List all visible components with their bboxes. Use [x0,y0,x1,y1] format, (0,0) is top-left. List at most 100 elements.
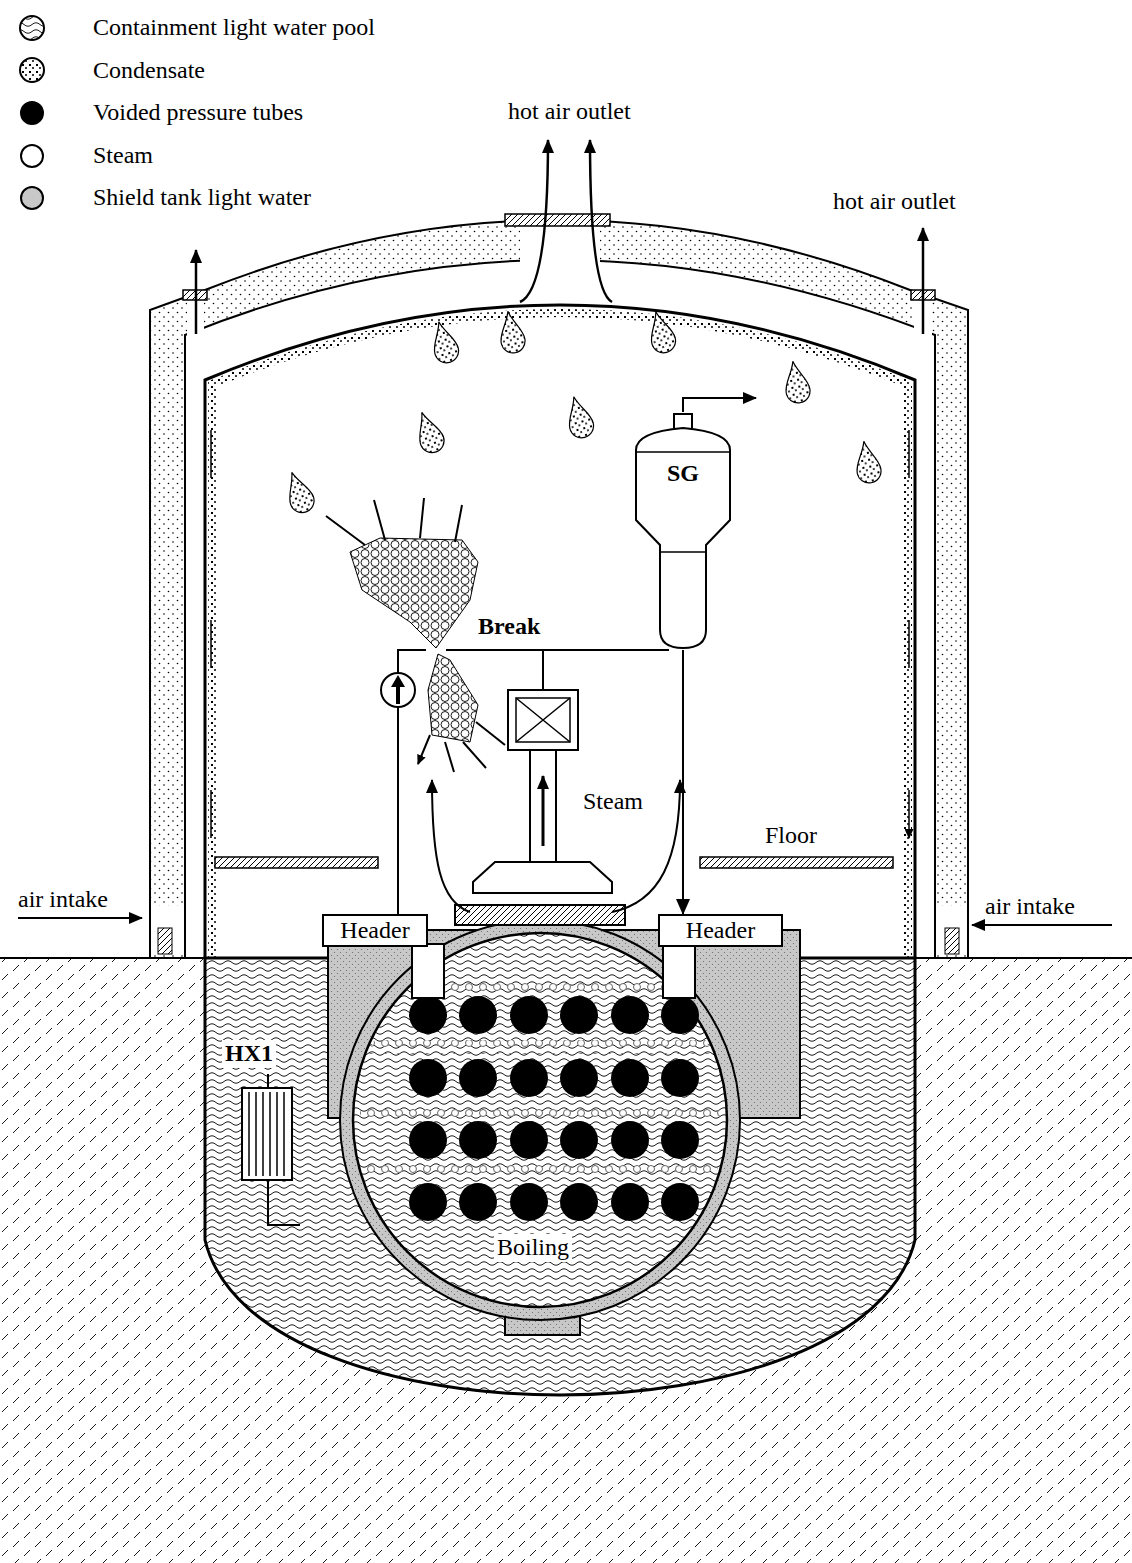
hx-tubes [249,1092,284,1176]
sg-nozzle [674,414,692,428]
air-arrow [922,228,925,334]
deck-hood [473,862,612,893]
label-text: hot air outlet [508,98,631,126]
break-jet [350,538,478,648]
air-arrow [195,250,198,334]
condensate-film [212,313,908,958]
condensate-flow-arrow [211,430,909,838]
legend-text: Condensate [93,57,205,85]
drop [411,408,448,456]
air-arrow [972,924,1112,926]
pressure-tube [510,1059,548,1097]
pressure-tube [510,996,548,1034]
pressure-tube [611,1121,649,1159]
heat-exchanger [242,1088,292,1180]
pressure-tube [409,996,447,1034]
concrete-shell [150,220,968,958]
legend-swatch [20,186,44,210]
bubble-row [360,1040,720,1054]
column [530,750,556,862]
pressure-tube [560,996,598,1034]
node-text: SG [667,460,699,486]
drop [852,439,883,485]
vent-grille [505,214,610,226]
pressure-tube [661,1121,699,1159]
header-box: Header [658,914,783,947]
sg-seams [636,452,730,552]
legend-swatch [20,144,44,168]
pressure-tube [560,1183,598,1221]
flow-arrow [542,776,545,846]
pressure-tube [661,1183,699,1221]
pipe-connector [682,650,684,914]
pressure-tube [459,1183,497,1221]
intake-opening [151,906,184,954]
pressure-tube [661,1059,699,1097]
soil [0,958,1132,1563]
sg-outline [636,428,730,648]
drop [644,309,678,356]
steam-bubbles [360,980,720,1179]
label-text: hot air outlet [833,188,956,216]
vent-opening [520,226,600,264]
label-text: HX1 [222,1040,276,1068]
bubble-row [360,1165,720,1179]
pressure-tube [611,996,649,1034]
pressure-tube [611,1183,649,1221]
pressure-tube [409,1183,447,1221]
floor-slab [700,857,893,868]
label-text: air intake [985,893,1075,921]
node-text: Header [686,917,755,943]
legend-sample [20,58,44,82]
pressure-tube [661,996,699,1034]
legend-text: Voided pressure tubes [93,99,303,127]
label-text: air intake [18,886,108,914]
drop [562,394,596,441]
label-text: Floor [765,822,817,850]
node-text: Header [340,917,409,943]
pressure-tube [459,1121,497,1159]
pressure-tube [459,996,497,1034]
pressure-tube [409,1059,447,1097]
intake-opening [936,906,967,954]
legend-swatch [20,101,44,125]
valve-box [508,690,578,750]
steam-generator: SG [632,412,734,650]
pipe-connector [398,650,669,914]
condensate-drops [281,309,883,516]
steam-generator-shape [632,412,734,650]
air-arrow [590,140,612,302]
bubble-row [360,1103,720,1117]
air-arrow [520,140,548,302]
intake-grille [158,928,172,954]
pressure-tubes [409,996,699,1221]
pump-symbol [381,673,415,707]
drop [281,468,318,516]
air-arrow [18,917,142,919]
pressure-tube [560,1059,598,1097]
drop [496,309,527,355]
calandria-shell [340,920,740,1320]
pressure-tube [459,1059,497,1097]
feeder-stub [412,944,444,998]
pipe [542,650,544,690]
legend-text: Shield tank light water [93,184,311,212]
drop [781,359,812,405]
legend-text: Containment light water pool [93,14,375,42]
legend-sample [20,16,44,40]
pressure-tube [510,1121,548,1159]
drop [427,319,461,366]
legend-text: Steam [93,142,153,170]
label-text: Steam [583,788,643,816]
break-jet [428,654,478,742]
deck-plate [455,905,625,925]
floor-slab [215,857,378,868]
header-box: Header [322,914,428,947]
calandria-vessel [353,933,727,1307]
pressure-tube [409,1121,447,1159]
intake-grille [945,928,959,954]
steam-arrow [432,780,470,912]
feeder-stub [663,944,695,998]
